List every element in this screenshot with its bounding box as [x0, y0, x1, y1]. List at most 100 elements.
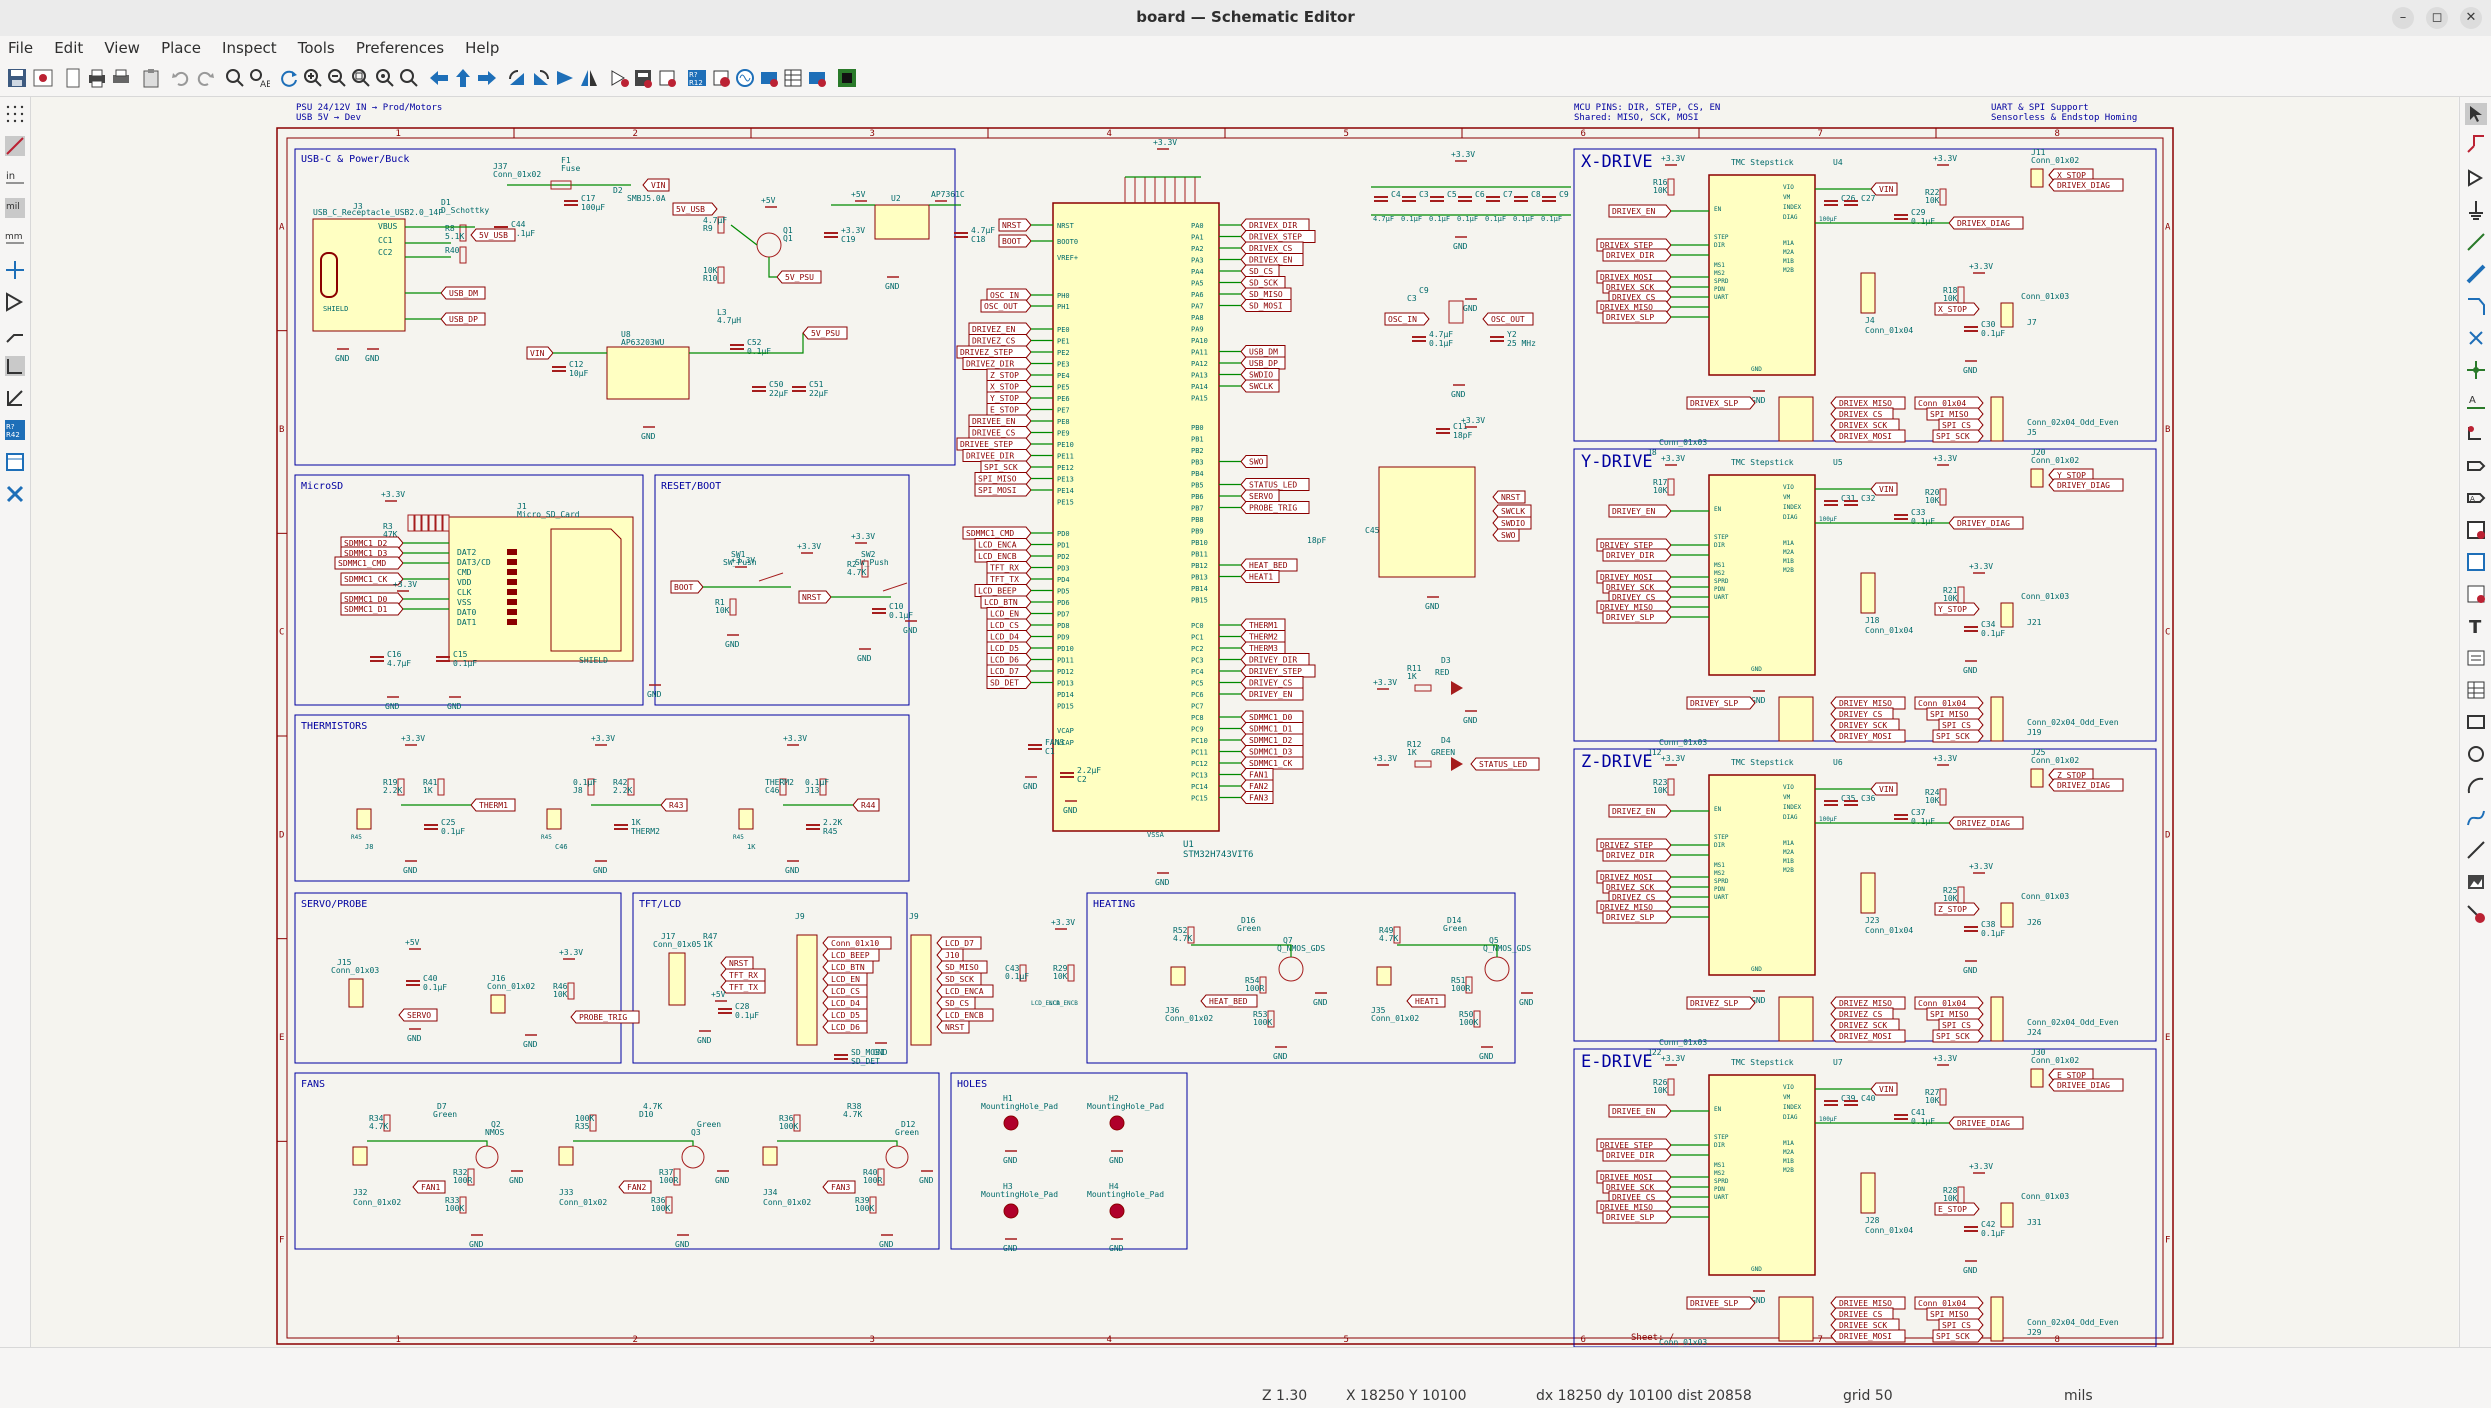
net-label[interactable]: DRIVEX_DIAG: [2048, 178, 2124, 192]
net-label[interactable]: DRIVEY_DIAG: [2048, 478, 2124, 492]
zoom-fit-icon[interactable]: [350, 67, 372, 89]
net-label[interactable]: LCD_BEEP: [822, 948, 880, 962]
redo-icon[interactable]: [194, 67, 216, 89]
net-label[interactable]: OSC_OUT: [1482, 312, 1534, 326]
maximize-icon[interactable]: ◻: [2426, 7, 2448, 29]
net-label[interactable]: DRIVEY_EN: [1608, 504, 1672, 518]
net-label[interactable]: DRIVEE_CS: [968, 426, 1032, 439]
net-label[interactable]: LCD_EN: [986, 607, 1032, 620]
assign-footprints-icon[interactable]: [758, 67, 780, 89]
net-label[interactable]: LCD_D6: [822, 1020, 868, 1034]
net-label[interactable]: SERVO: [398, 1008, 438, 1022]
net-label[interactable]: VIN: [526, 346, 554, 360]
net-label[interactable]: DRIVEE_SLP: [1686, 1296, 1756, 1310]
add-symbol-icon[interactable]: [2465, 167, 2487, 189]
import-sheet-pin-icon[interactable]: [2465, 551, 2487, 573]
capacitor-symbol[interactable]: C3: [1402, 190, 1429, 202]
net-label-icon[interactable]: A: [2465, 391, 2487, 413]
net-label[interactable]: DRIVEX_DIAG: [1948, 216, 2024, 230]
net-label[interactable]: DRIVEX_DIR: [1240, 218, 1310, 232]
net-label[interactable]: SD_MOSI: [1240, 299, 1292, 312]
net-label[interactable]: DRIVEX_MOSI: [1596, 270, 1672, 284]
net-label[interactable]: Z_STOP: [1934, 902, 1980, 916]
hierarchy-navigator-icon[interactable]: [4, 355, 26, 377]
net-label[interactable]: J10: [936, 948, 964, 962]
net-label[interactable]: DRIVEZ_MISO: [1830, 996, 1906, 1010]
tools-icon[interactable]: [4, 483, 26, 505]
units-mils-icon[interactable]: mil: [4, 197, 26, 219]
symbol-panel-icon[interactable]: [4, 451, 26, 473]
net-label[interactable]: DRIVEZ_SLP: [1686, 996, 1756, 1010]
wire-angle-icon[interactable]: [4, 323, 26, 345]
capacitor-symbol[interactable]: C35: [1824, 794, 1856, 806]
net-label[interactable]: SERVO: [1240, 489, 1280, 503]
resistor-symbol[interactable]: R85.1K: [445, 224, 467, 242]
net-label[interactable]: 5V_PSU: [776, 270, 822, 284]
net-label[interactable]: DRIVEZ_DIAG: [1948, 816, 2024, 830]
net-label[interactable]: DRIVEX_STEP: [1596, 238, 1672, 252]
net-label[interactable]: SDMMC1_D3: [1240, 745, 1304, 758]
net-label[interactable]: DRIVEX_MISO: [1830, 396, 1906, 410]
net-label[interactable]: PROBE_TRIG: [570, 1010, 640, 1024]
net-label[interactable]: SD_MISO: [936, 960, 988, 974]
net-label[interactable]: DRIVEY_SCK: [1602, 580, 1672, 594]
net-label[interactable]: SDMMC1_D1: [340, 602, 404, 616]
net-label[interactable]: FAN3: [822, 1180, 856, 1194]
net-label[interactable]: LCD_D4: [986, 630, 1032, 643]
net-label[interactable]: E_STOP: [986, 403, 1032, 416]
net-label[interactable]: DRIVEY_DIR: [1602, 548, 1672, 562]
net-label[interactable]: STATUS_LED: [1240, 478, 1310, 491]
net-label[interactable]: LCD_D7: [936, 936, 982, 950]
menu-preferences[interactable]: Preferences: [355, 39, 445, 57]
net-label[interactable]: DRIVEY_CS: [1830, 707, 1894, 721]
resistor-symbol[interactable]: [435, 514, 443, 532]
net-label[interactable]: SDMMC1_CMD: [962, 526, 1032, 540]
net-label[interactable]: LCD_BTN: [822, 960, 874, 974]
net-label[interactable]: DRIVEZ_EN: [1608, 804, 1672, 818]
net-label[interactable]: BOOT: [670, 580, 704, 594]
net-label[interactable]: DRIVEY_MOSI: [1596, 570, 1672, 584]
navigate-up-icon[interactable]: [452, 67, 474, 89]
add-arc-icon[interactable]: [2465, 775, 2487, 797]
net-label[interactable]: LCD_ENCA: [936, 984, 994, 998]
net-label[interactable]: THERM2: [1240, 630, 1286, 643]
page-settings-icon[interactable]: [62, 67, 84, 89]
capacitor-symbol[interactable]: C9: [1542, 190, 1569, 202]
net-label[interactable]: THERM1: [1240, 618, 1286, 632]
net-label[interactable]: DRIVEX_CS: [1240, 241, 1304, 255]
net-label[interactable]: TFT_TX: [986, 572, 1032, 586]
net-label[interactable]: DRIVEX_SLP: [1686, 396, 1756, 410]
net-class-directive-icon[interactable]: [2465, 423, 2487, 445]
net-label[interactable]: DRIVEY_EN: [1240, 687, 1304, 701]
refresh-icon[interactable]: [278, 67, 300, 89]
net-label[interactable]: Conn_01x04: [1914, 396, 1984, 410]
net-label[interactable]: Z_STOP: [986, 368, 1032, 382]
net-label[interactable]: SPI_SCK: [1932, 729, 1984, 743]
resistor-symbol[interactable]: R24.7K: [847, 560, 869, 578]
net-label[interactable]: SPI_MISO: [1926, 407, 1984, 421]
net-label[interactable]: DRIVEZ_STEP: [956, 345, 1032, 359]
